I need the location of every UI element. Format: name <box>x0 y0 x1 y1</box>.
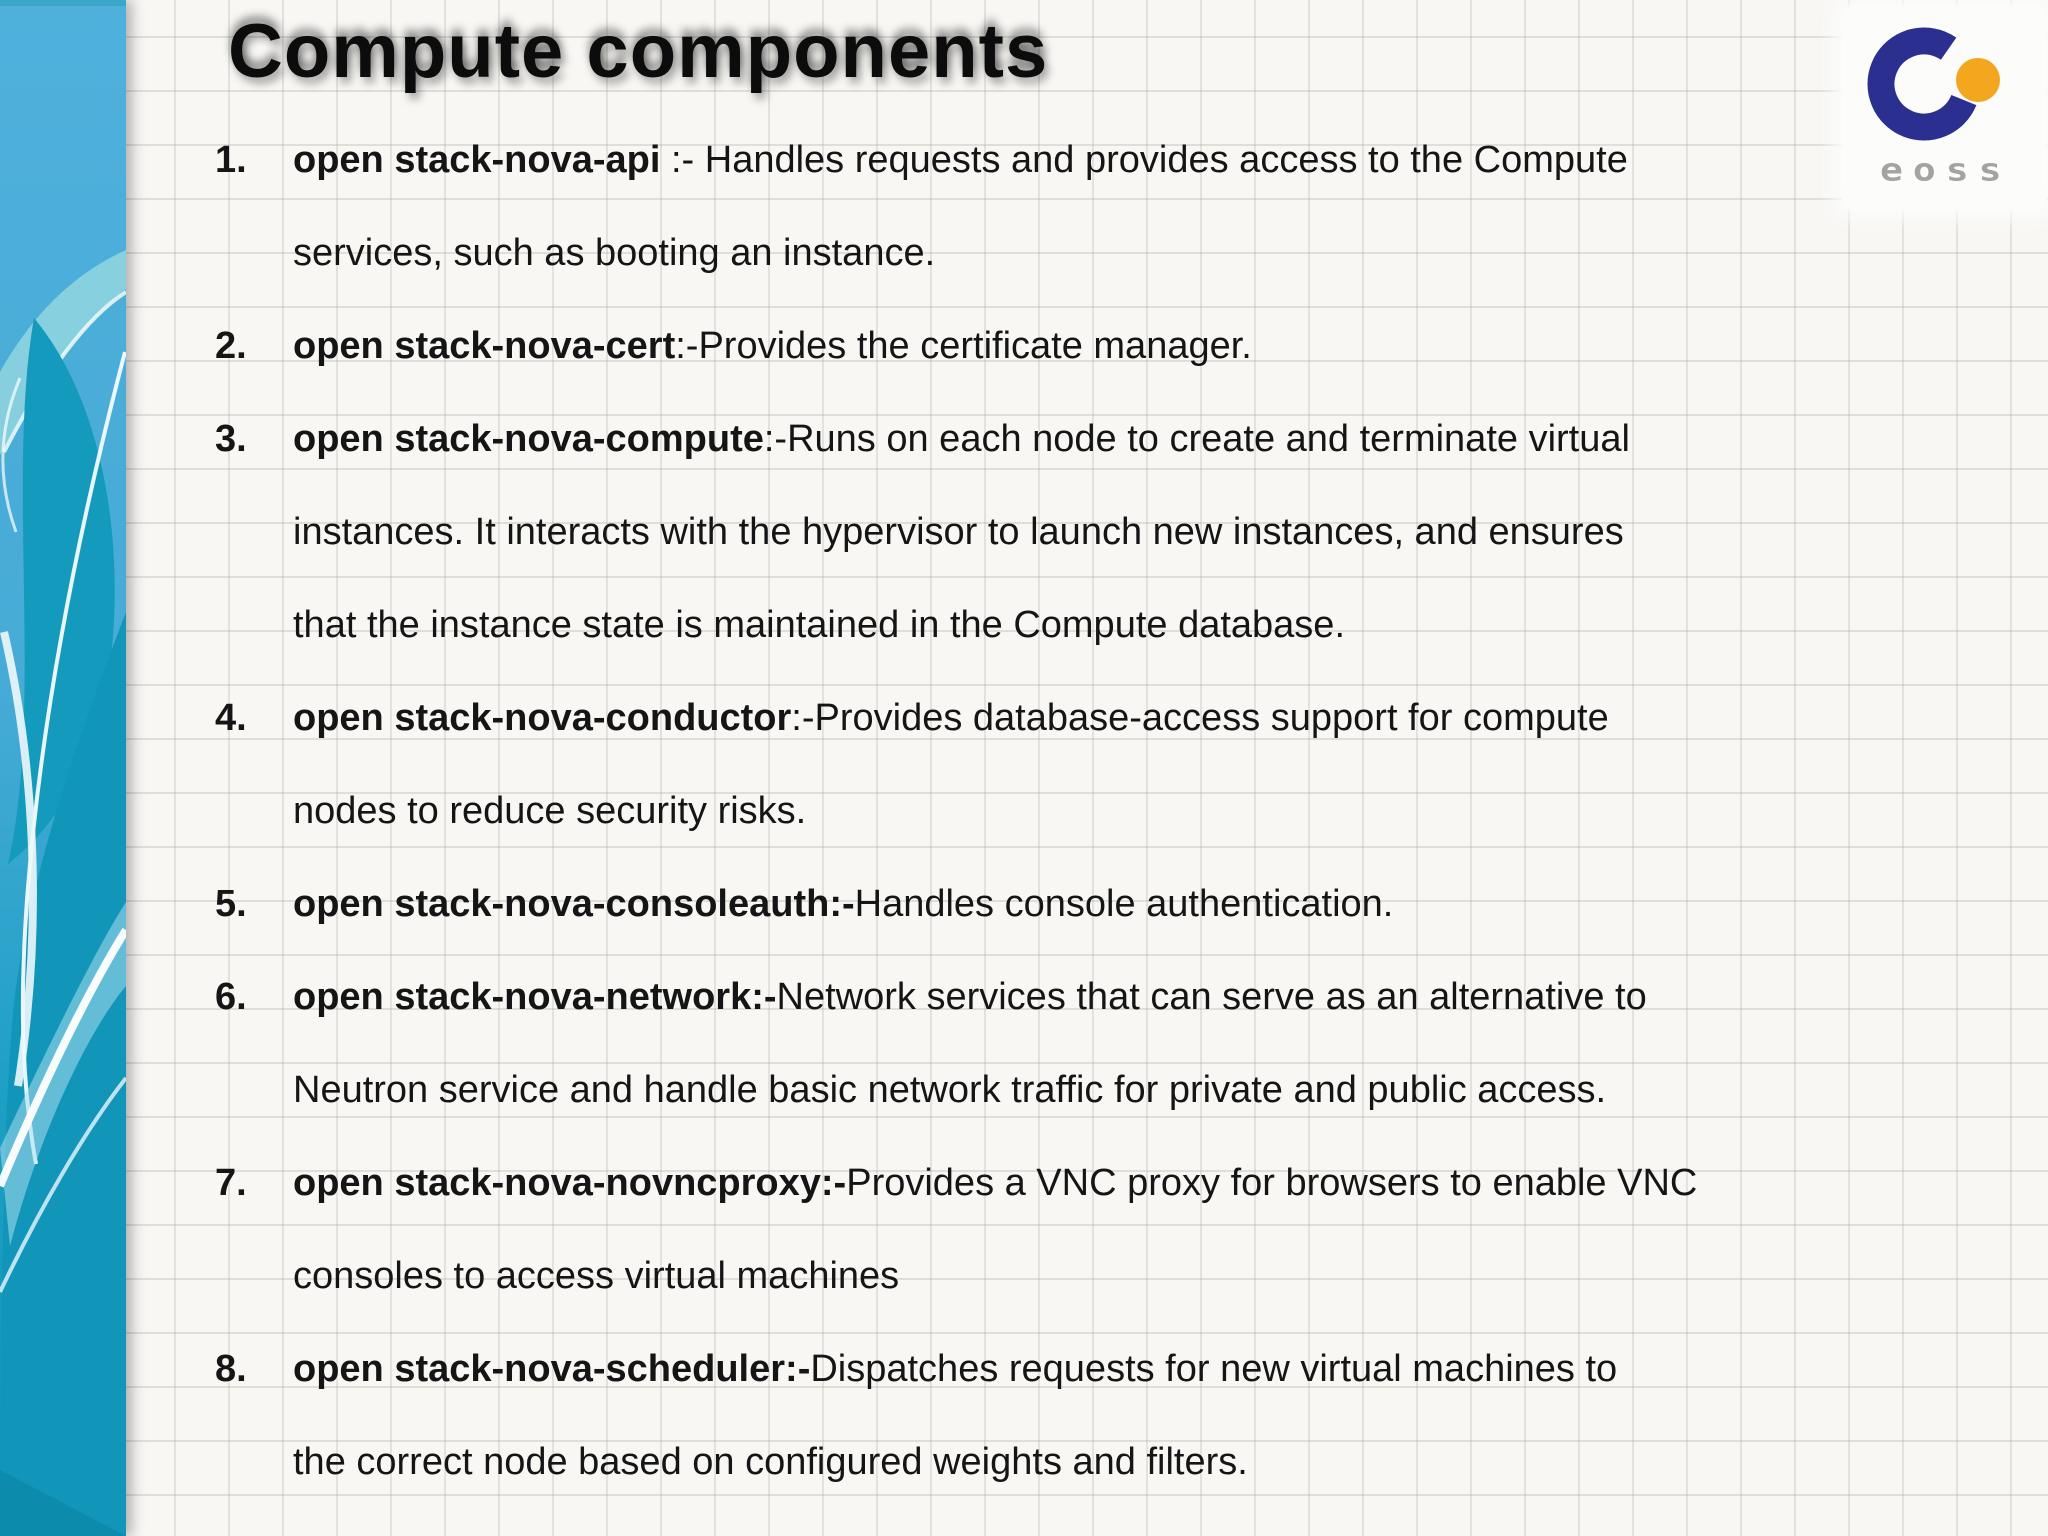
list-item: 5. open stack-nova-consoleauth:-Handles … <box>215 858 1975 951</box>
logo-c-icon <box>1867 27 2000 141</box>
list-item: 7. open stack-nova-novncproxy:-Provides … <box>215 1137 1975 1323</box>
item-term: open stack-nova-cert <box>293 325 676 367</box>
item-term: open stack-nova-conductor <box>293 697 792 739</box>
item-number: 6. <box>215 976 247 1018</box>
item-text: open stack-nova-consoleauth:-Handles con… <box>293 858 1975 951</box>
item-term: open stack-nova-network:- <box>293 976 777 1018</box>
logo: eoss <box>1842 6 2046 210</box>
logo-dot <box>1956 58 2000 102</box>
component-list: 1. open stack-nova-api :- Handles reques… <box>215 114 1975 1509</box>
item-desc: :-Provides database-access support for c… <box>293 697 1609 832</box>
list-item: 2. open stack-nova-cert:-Provides the ce… <box>215 300 1975 393</box>
item-text: open stack-nova-novncproxy:-Provides a V… <box>293 1137 1975 1323</box>
item-desc: Network services that can serve as an al… <box>293 976 1647 1111</box>
item-term: open stack-nova-api <box>293 139 661 181</box>
item-text: open stack-nova-scheduler:-Dispatches re… <box>293 1323 1975 1509</box>
list-item: 1. open stack-nova-api :- Handles reques… <box>215 114 1975 300</box>
item-number: 8. <box>215 1348 247 1390</box>
item-desc: Provides a VNC proxy for browsers to ena… <box>293 1162 1698 1297</box>
list-item: 3. open stack-nova-compute:-Runs on each… <box>215 393 1975 672</box>
item-desc: :-Provides the certificate manager. <box>675 325 1252 367</box>
item-number: 2. <box>215 325 247 367</box>
item-desc: Handles console authentication. <box>854 883 1394 925</box>
slide-title: Compute components <box>228 9 1049 94</box>
sidebar-swoosh-art <box>0 0 126 1536</box>
item-number: 5. <box>215 883 247 925</box>
list-item: 4. open stack-nova-conductor:-Provides d… <box>215 672 1975 858</box>
list-item: 6. open stack-nova-network:-Network serv… <box>215 951 1975 1137</box>
item-desc: :-Runs on each node to create and termin… <box>293 418 1630 646</box>
logo-wordmark: eoss <box>1880 151 2012 189</box>
item-text: open stack-nova-api :- Handles requests … <box>293 114 1975 300</box>
item-number: 1. <box>215 139 247 181</box>
item-number: 7. <box>215 1162 247 1204</box>
sidebar-graphic <box>0 0 126 1536</box>
list-item: 8. open stack-nova-scheduler:-Dispatches… <box>215 1323 1975 1509</box>
item-desc: :- Handles requests and provides access … <box>293 139 1628 274</box>
item-text: open stack-nova-network:-Network service… <box>293 951 1975 1137</box>
item-text: open stack-nova-cert:-Provides the certi… <box>293 300 1975 393</box>
item-term: open stack-nova-consoleauth:- <box>293 883 855 925</box>
item-desc: Dispatches requests for new virtual mach… <box>293 1348 1618 1483</box>
item-term: open stack-nova-novncproxy:- <box>293 1162 847 1204</box>
item-term: open stack-nova-compute <box>293 418 764 460</box>
item-term: open stack-nova-scheduler:- <box>293 1348 811 1390</box>
item-text: open stack-nova-compute:-Runs on each no… <box>293 393 1975 672</box>
item-text: open stack-nova-conductor:-Provides data… <box>293 672 1975 858</box>
item-number: 3. <box>215 418 247 460</box>
item-number: 4. <box>215 697 247 739</box>
